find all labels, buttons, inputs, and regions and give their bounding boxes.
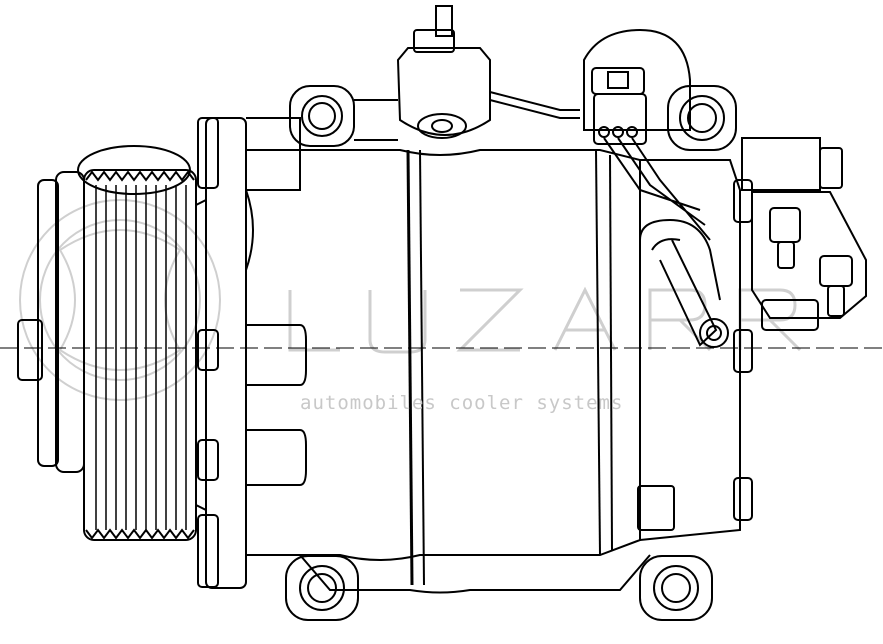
sensor-wire (489, 91, 580, 119)
front-center-boss (246, 324, 307, 386)
side-fitting (741, 137, 867, 331)
bottom-rail (246, 554, 651, 594)
mount-ear-top-left (289, 85, 355, 147)
front-upper-boss (246, 117, 301, 191)
top-service-port (354, 5, 580, 141)
mount-ear-bottom-left (285, 555, 359, 621)
clamp-arc-inner (651, 238, 681, 251)
fitting-port-upper-tip (777, 241, 795, 269)
rear-bolt-low (733, 477, 753, 521)
rear-tag-block (637, 485, 675, 531)
connector-pin-2 (612, 126, 624, 138)
connector-pins-block (593, 93, 647, 145)
port-block (396, 47, 491, 136)
body-seam-right (419, 149, 425, 586)
front-lug-top (197, 117, 219, 189)
front-lug-center (197, 329, 219, 371)
port-opening-inner (431, 119, 453, 133)
mount-ear-bottom-right (639, 555, 713, 621)
port-bridge (354, 99, 398, 141)
connector-pin-3 (626, 126, 638, 138)
fitting-base (761, 299, 819, 331)
connector-pin-1 (598, 126, 610, 138)
pulley-hub-ring (55, 171, 85, 473)
pulley-groove-teeth-top (85, 170, 195, 182)
mount-ear-top-right (667, 85, 737, 151)
port-nut (413, 29, 455, 53)
port-cap (435, 5, 453, 37)
pulley-grooves (95, 185, 187, 530)
fitting-port-lower-tip (827, 285, 845, 317)
fitting-manifold (751, 191, 867, 319)
port-opening-outer (417, 113, 467, 139)
rear-bolt-mid (733, 329, 753, 373)
watermark-tagline: automobiles cooler systems (300, 392, 624, 414)
clutch-plate (37, 179, 59, 467)
pulley-groove-teeth-bottom (85, 528, 195, 540)
fitting-port-lower (819, 255, 853, 287)
body-seam-left (406, 149, 414, 586)
clamp-arc (639, 218, 721, 301)
pulley-top-ellipse (77, 145, 191, 195)
connector-wires (603, 137, 711, 241)
fitting-port-upper (769, 207, 801, 243)
front-contour (245, 189, 254, 271)
front-lug-bottom (197, 514, 219, 588)
front-lug-mid (197, 439, 219, 481)
luzar-logo-mark (19, 199, 221, 401)
pulley (17, 145, 197, 541)
fitting-top-nut (819, 147, 843, 189)
rear-cover (639, 159, 741, 541)
connector-housing (583, 28, 691, 131)
electrical-connector (583, 28, 711, 241)
body-rear-seam-2 (609, 154, 613, 551)
connector-latch (607, 71, 629, 89)
hub-bolt (17, 319, 43, 381)
rear-head (637, 159, 753, 541)
front-housing (195, 117, 307, 589)
clamp-bolt (699, 318, 729, 348)
front-lower-boss (246, 429, 307, 486)
clamp-bolt-inner (706, 325, 722, 341)
body-rear-seam (595, 149, 601, 556)
fitting-top-block (741, 137, 821, 191)
